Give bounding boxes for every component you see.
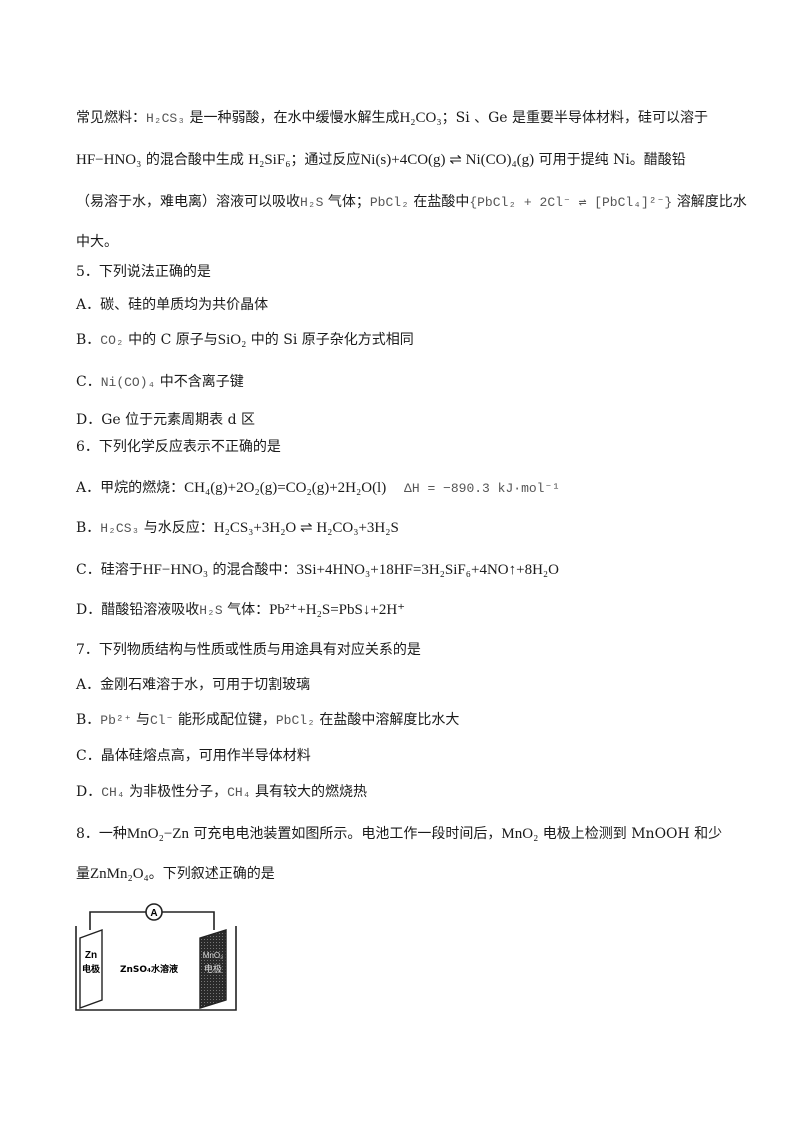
ammeter-label: A	[150, 908, 157, 919]
q5-option-b: B．CO₂ 中的 C 原子与SiO₂ 中的 Si 原子杂化方式相同	[76, 332, 414, 348]
electrolyte-label: ZnSO₄水溶液	[120, 963, 179, 975]
wire-left	[89, 911, 146, 930]
q5-option-d: D．Ge 位于元素周期表 d 区	[76, 412, 256, 428]
intro-line-1: 常见燃料：H₂CS₃ 是一种弱酸，在水中缓慢水解生成H₂CO₃；Si 、Ge 是…	[76, 110, 709, 126]
zn-electrode	[79, 929, 103, 1009]
q6-option-b: B．H₂CS₃ 与水反应：H₂CS₃+3H₂O ⇌ H₂CO₃+3H₂S	[76, 520, 399, 536]
q8-stem-line-1: 8．一种MnO₂−Zn 可充电电池装置如图所示。电池工作一段时间后，MnO₂ 电…	[76, 826, 723, 842]
ammeter-icon	[145, 903, 163, 921]
intro-line-2: HF−HNO₃ 的混合酸中生成 H₂SiF₆；通过反应Ni(s)+4CO(g) …	[76, 152, 686, 168]
intro-line-3: （易溶于水，难电离）溶液可以吸收H₂S 气体；PbCl₂ 在盐酸中{PbCl₂ …	[76, 194, 747, 210]
q6-option-d: D．醋酸铅溶液吸收H₂S 气体：Pb²⁺+H₂S=PbS↓+2H⁺	[76, 602, 406, 618]
q5-option-c: C．Ni(CO)₄ 中不含离子键	[76, 374, 244, 390]
mno2-sub-label: 电极	[204, 963, 222, 975]
wire-right	[162, 911, 215, 930]
q7-option-b: B．Pb²⁺ 与Cl⁻ 能形成配位键，PbCl₂ 在盐酸中溶解度比水大	[76, 712, 460, 728]
battery-diagram: A Zn 电极 ZnSO₄水溶液 MnO₂ 电极	[75, 903, 237, 1011]
q8-stem-line-2: 量ZnMn₂O₄。下列叙述正确的是	[76, 866, 275, 882]
q7-option-a: A．金刚石难溶于水，可用于切割玻璃	[76, 677, 311, 693]
zn-sub-label: 电极	[82, 963, 101, 975]
q6-option-c: C．硅溶于HF−HNO₃ 的混合酸中：3Si+4HNO₃+18HF=3H₂SiF…	[76, 562, 559, 578]
mno2-label: MnO₂	[203, 951, 223, 960]
q6-stem: 6．下列化学反应表示不正确的是	[76, 439, 281, 455]
intro-line-4: 中大。	[76, 234, 118, 250]
q7-stem: 7．下列物质结构与性质或性质与用途具有对应关系的是	[76, 642, 421, 658]
container	[75, 926, 237, 1011]
q5-option-a: A．碳、硅的单质均为共价晶体	[76, 297, 269, 313]
q7-option-c: C．晶体硅熔点高，可用作半导体材料	[76, 748, 311, 764]
q5-stem: 5．下列说法正确的是	[76, 264, 211, 280]
q7-option-d: D．CH₄ 为非极性分子，CH₄ 具有较大的燃烧热	[76, 784, 367, 800]
q6-option-a: A．甲烷的燃烧：CH₄(g)+2O₂(g)=CO₂(g)+2H₂O(l) ΔH …	[76, 480, 561, 496]
mno2-electrode	[199, 929, 227, 1009]
zn-label: Zn	[85, 950, 97, 961]
